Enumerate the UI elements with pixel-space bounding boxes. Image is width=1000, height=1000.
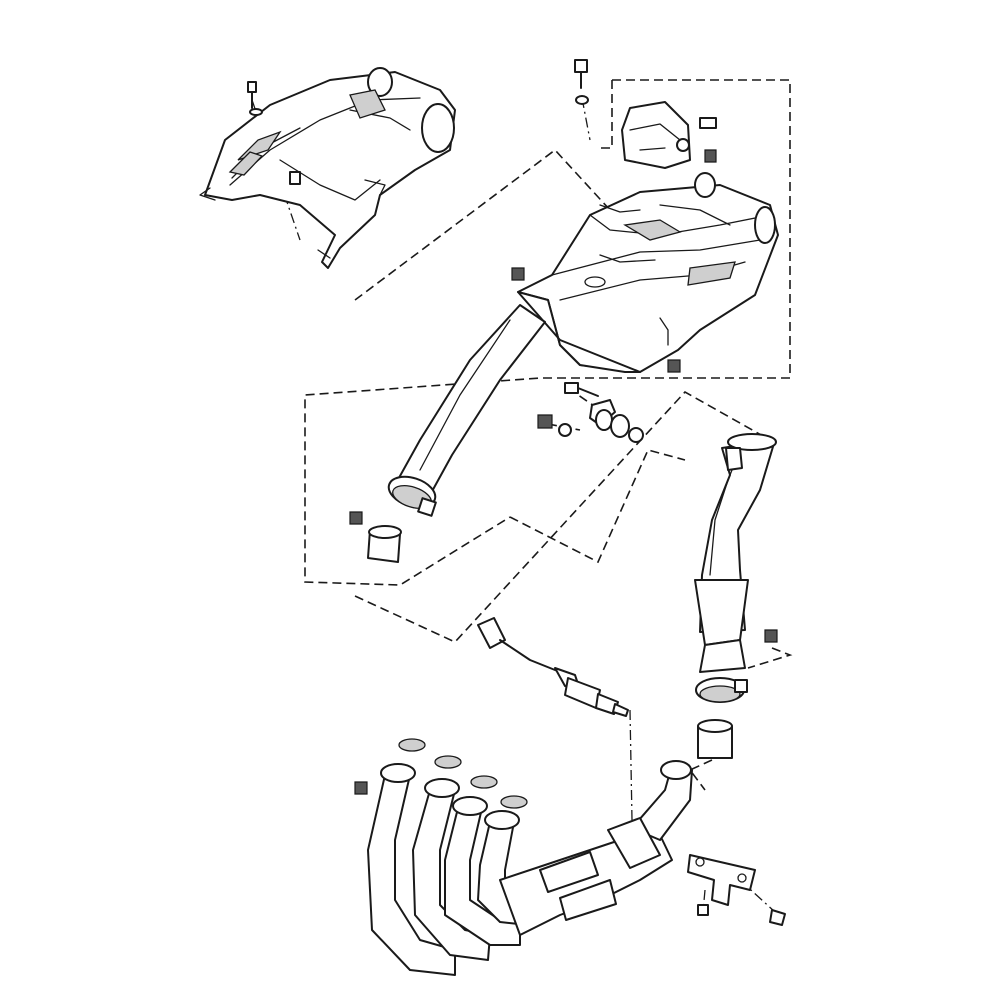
rubber-grommet xyxy=(610,414,630,438)
bracket-bolt-lower xyxy=(697,904,709,916)
exhaust-gaskets xyxy=(398,738,528,809)
muffler-nut-2 xyxy=(667,359,681,373)
cat-pipe-hanger xyxy=(725,447,743,471)
bracket-bolt xyxy=(699,117,717,129)
header-flange xyxy=(607,817,661,869)
bracket-bolt-side xyxy=(769,909,786,926)
gasket-2 xyxy=(434,755,462,769)
collector-catalyst-2 xyxy=(559,879,617,921)
top-washer xyxy=(575,95,589,105)
collector-catalyst xyxy=(539,851,599,893)
mounting-hardware xyxy=(349,59,778,643)
bracket-bolt-line xyxy=(702,889,706,913)
muffler-outlet xyxy=(754,206,776,244)
clamp-nut xyxy=(349,511,363,525)
shield-screw xyxy=(247,81,301,185)
oxygen-sensor xyxy=(477,617,629,717)
shield-washer xyxy=(249,108,263,116)
clamp-bolt-boss xyxy=(417,497,437,517)
gasket-3 xyxy=(470,775,498,789)
bolt-head xyxy=(564,382,579,394)
cat-pipe-inlet xyxy=(727,433,777,451)
exhaust-headers xyxy=(367,760,693,976)
clamp-bolt-line xyxy=(747,647,793,669)
catalyst-pipe-clamp xyxy=(695,677,748,703)
header-bracket xyxy=(687,854,786,926)
shield-end-opening-2 xyxy=(367,67,393,97)
collar-bushing xyxy=(595,409,613,431)
nut xyxy=(537,414,553,429)
top-bolt-line xyxy=(581,97,591,141)
washer xyxy=(628,427,644,443)
muffler-nut xyxy=(511,267,525,281)
header-outlet-opening xyxy=(660,760,692,780)
muffler-pipe-clamp xyxy=(387,475,437,517)
muffler xyxy=(394,172,779,496)
pipe-sleeve-2 xyxy=(697,719,733,759)
muffler-inlet-pipe xyxy=(394,304,546,496)
muffler-outlet-2 xyxy=(694,172,716,198)
header-port-3 xyxy=(452,796,488,816)
clamp-bolt xyxy=(764,629,778,643)
sensor-tip xyxy=(612,703,629,717)
sensor-body xyxy=(564,677,601,709)
pipe-sleeve-1 xyxy=(367,525,402,563)
bracket-damper xyxy=(676,138,690,152)
muffler-group-outline xyxy=(304,79,791,586)
gasket-4 xyxy=(500,795,528,809)
sleeve-line xyxy=(688,759,713,791)
header-nut xyxy=(354,781,368,795)
muffler-bracket xyxy=(621,101,691,169)
top-bolt xyxy=(574,59,588,73)
catalyst-body xyxy=(694,579,749,646)
washer-2 xyxy=(558,423,572,437)
shield-grommet xyxy=(289,171,301,185)
washer-line xyxy=(509,449,686,564)
catalyst-pipe xyxy=(694,433,777,673)
header-port-2 xyxy=(424,778,460,798)
shield-end-opening xyxy=(421,103,455,153)
gasket-1 xyxy=(398,738,426,752)
sensor-connector xyxy=(477,617,506,649)
clamp-bolt-boss-2 xyxy=(734,679,748,693)
header-port-4 xyxy=(484,810,520,830)
bracket-line xyxy=(596,80,613,149)
link-to-cat-line xyxy=(354,390,771,643)
bracket-nut xyxy=(704,149,717,163)
heat-shield-cover xyxy=(199,67,456,269)
header-port-1 xyxy=(380,763,416,783)
sensor-line xyxy=(629,709,633,821)
